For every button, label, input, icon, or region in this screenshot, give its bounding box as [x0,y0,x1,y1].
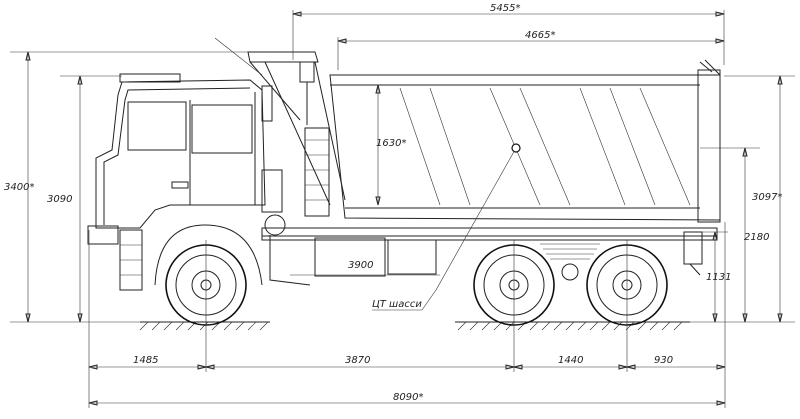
dim-body-height: 3097* [752,192,782,203]
center-of-gravity-marker [372,143,521,311]
dim-frame-height: 1131 [706,272,731,283]
chassis-frame [261,227,718,281]
ground-line [139,321,690,331]
dim-height-raised: 3400* [4,182,34,193]
dimension-lines [10,10,795,408]
dim-overall-top: 5455* [490,3,520,14]
cab [87,73,311,291]
dim-cab-height: 3090 [47,194,72,205]
dim-wheelbase-rear: 1440 [558,355,583,366]
dim-tank: 3900 [348,260,373,271]
dim-rear-overhang: 930 [654,355,673,366]
dim-front-overhang: 1485 [133,355,158,366]
dim-wheelbase-front: 3870 [345,355,370,366]
dim-body-length: 4665* [525,30,555,41]
dimension-arrows [25,11,783,406]
dim-overall-length: 8090* [393,392,423,403]
cog-label: ЦТ шасси [372,299,422,310]
dim-rear-height: 2180 [744,232,769,243]
dump-body [247,51,721,223]
dim-body-side: 1630* [376,138,406,149]
